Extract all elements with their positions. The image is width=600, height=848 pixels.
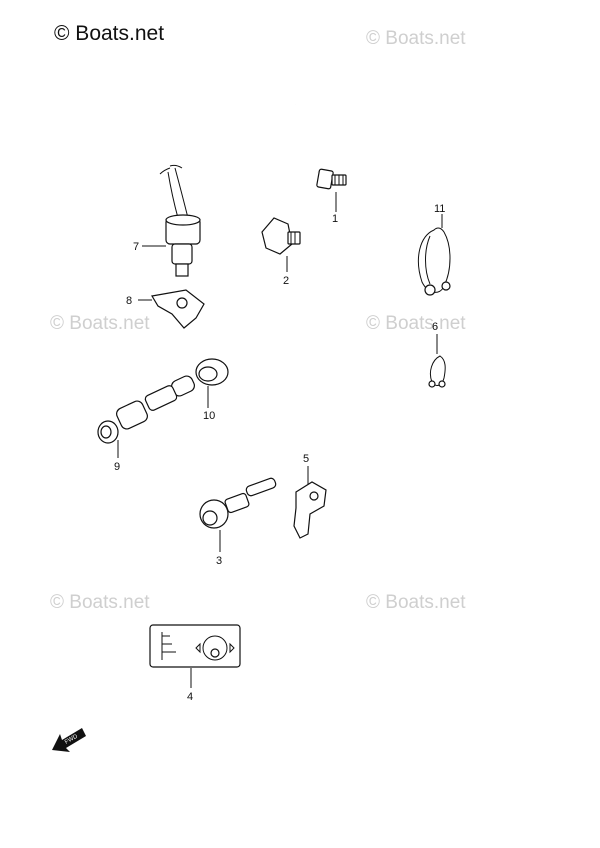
part-4-label[interactable] — [149, 624, 241, 688]
part-1-sensor[interactable] — [294, 103, 347, 212]
callout-5: 5 — [303, 453, 309, 465]
watermark: © Boats.net — [50, 313, 150, 334]
part-6-clip[interactable] — [428, 334, 446, 388]
part-9-connector[interactable] — [97, 374, 196, 458]
callout-10: 10 — [203, 410, 215, 422]
watermark: © Boats.net — [366, 313, 466, 334]
part-7-sensor[interactable] — [142, 164, 201, 277]
fwd-arrow-icon: FWD — [52, 728, 86, 752]
watermark: © Boats.net — [50, 592, 150, 613]
callout-11: 11 — [434, 203, 445, 215]
watermark: © Boats.net — [366, 592, 466, 613]
part-11-clip[interactable] — [418, 214, 451, 296]
callout-3: 3 — [216, 555, 222, 567]
part-5-bracket[interactable] — [293, 466, 327, 539]
callout-9: 9 — [114, 461, 120, 473]
part-10-grommet[interactable] — [195, 358, 229, 408]
callout-4: 4 — [187, 691, 193, 703]
callout-7: 7 — [133, 241, 139, 253]
callout-6: 6 — [432, 321, 438, 333]
brand-watermark: © Boats.net — [54, 22, 165, 45]
callout-2: 2 — [283, 275, 289, 287]
callout-1: 1 — [332, 213, 338, 225]
callout-8: 8 — [126, 295, 132, 307]
part-3-switch[interactable] — [199, 477, 277, 552]
watermark: © Boats.net — [366, 28, 466, 49]
part-2-switch[interactable] — [261, 217, 301, 272]
part-8-gasket[interactable] — [138, 289, 205, 329]
